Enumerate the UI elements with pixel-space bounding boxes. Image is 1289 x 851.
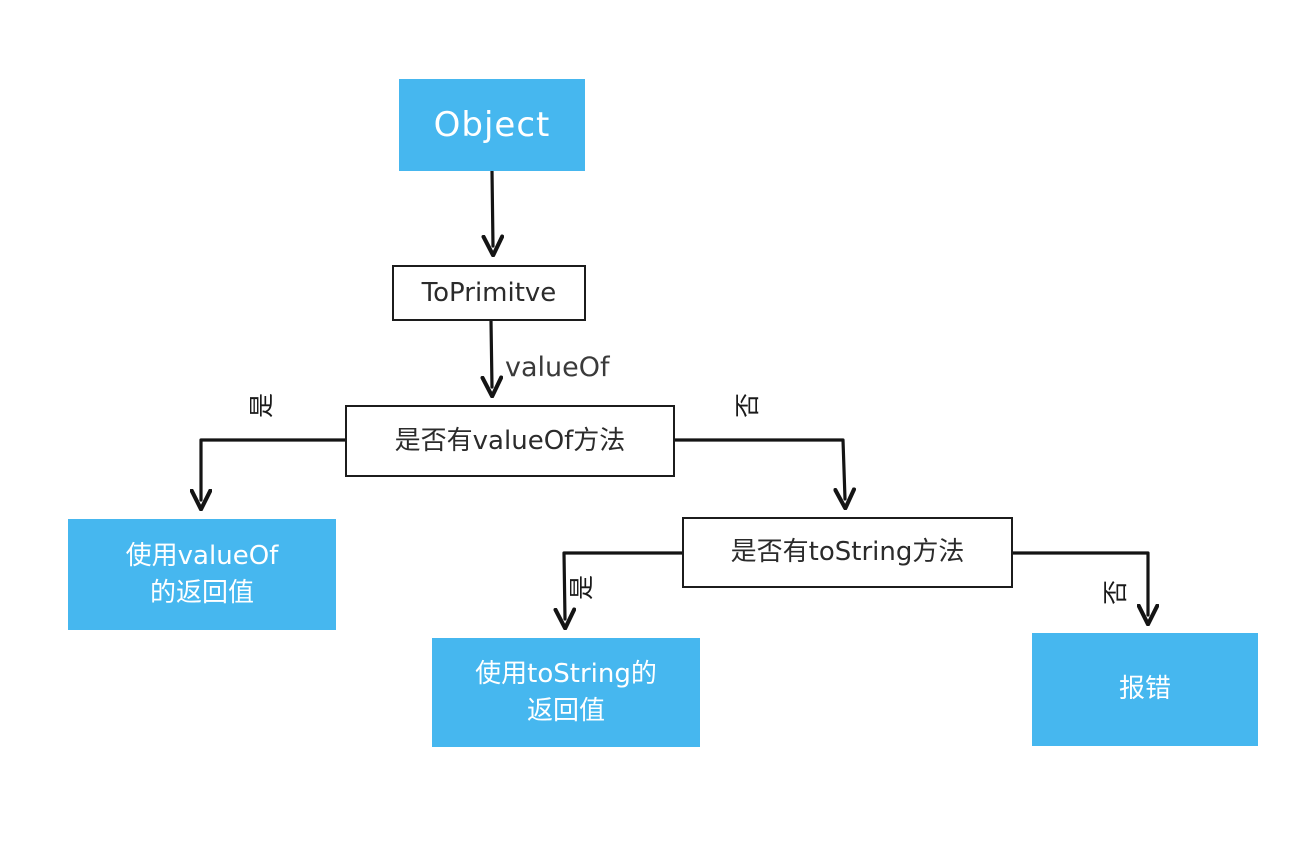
node-line-2: 的返回值 xyxy=(149,577,254,608)
node-has-valueof-method[interactable]: 是否有valueOf方法 xyxy=(345,405,675,477)
edge-valueof-yes xyxy=(201,438,347,500)
node-throw-error[interactable]: 报错 xyxy=(1032,633,1258,746)
edge-label-valueof-yes: 是 xyxy=(247,392,277,419)
node-object[interactable]: Object xyxy=(399,79,585,171)
node-line-1: 使用toString的 xyxy=(475,658,657,689)
edge-label-tostring-yes: 是 xyxy=(567,574,597,601)
edge-valueof-no xyxy=(673,438,845,499)
edge-label-tostring-no: 否 xyxy=(1101,579,1131,606)
node-has-tostring-method[interactable]: 是否有toString方法 xyxy=(682,517,1013,588)
edge-object-to-toprimitive xyxy=(492,169,493,246)
node-toprimitive[interactable]: ToPrimitve xyxy=(392,265,586,321)
edge-label-valueof-no: 否 xyxy=(733,392,763,419)
edge-tostring-yes xyxy=(564,551,684,619)
edge-tostring-no xyxy=(1011,551,1148,615)
node-line-2: 返回值 xyxy=(526,695,605,726)
node-use-tostring-return[interactable]: 使用toString的 返回值 xyxy=(432,638,700,747)
node-use-valueof-return[interactable]: 使用valueOf 的返回值 xyxy=(68,519,336,630)
edge-toprimitive-to-has-valueof xyxy=(491,319,492,387)
node-line-1: 使用valueOf xyxy=(125,540,279,571)
edge-label-valueof: valueOf xyxy=(505,352,610,383)
